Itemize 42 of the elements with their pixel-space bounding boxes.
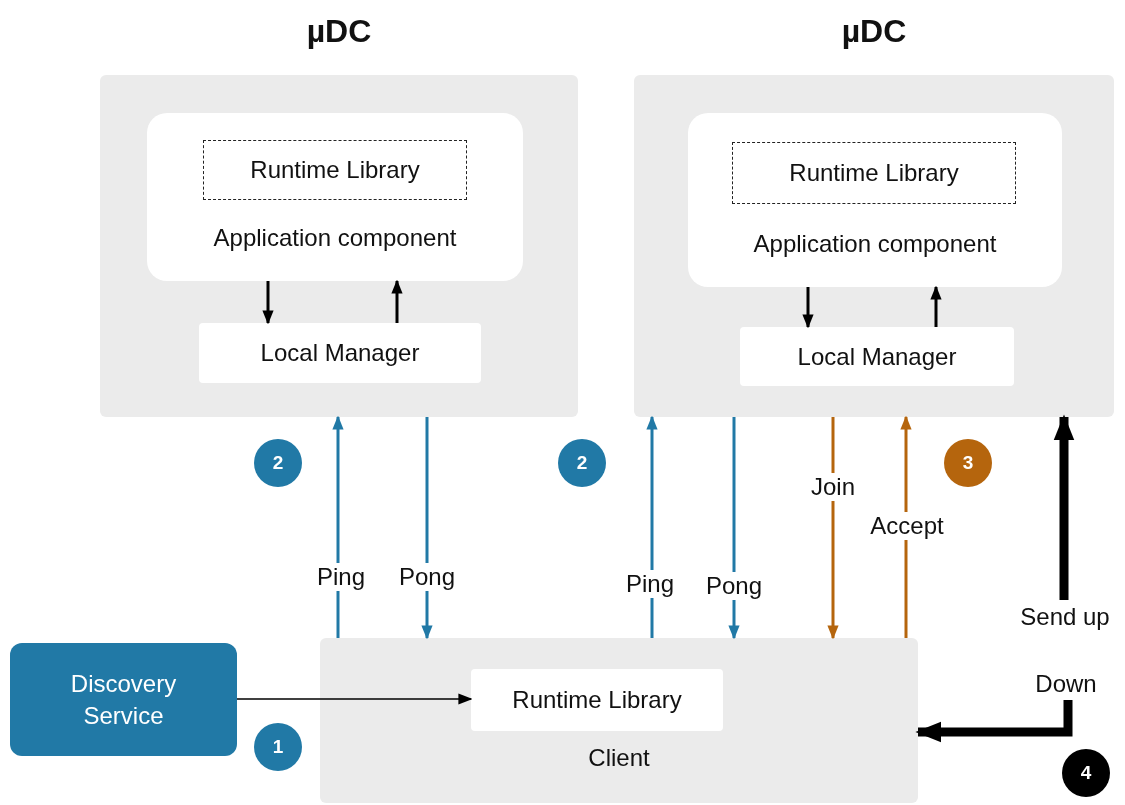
library-box — [203, 140, 467, 200]
library-box — [732, 142, 1016, 204]
client-panel — [320, 638, 918, 803]
thick-arrow — [915, 700, 1073, 743]
thick-arrow — [1053, 414, 1075, 600]
box-label: Local Manager — [260, 338, 420, 368]
component-box — [147, 113, 523, 281]
callout-number: 1 — [254, 723, 302, 771]
arrow — [646, 415, 658, 638]
box-label: Application component — [753, 229, 997, 259]
arrow — [728, 417, 740, 640]
box-label: Discovery Service — [69, 668, 178, 731]
box-label: Client — [588, 743, 650, 773]
component-box — [688, 113, 1062, 287]
edge-label: Join — [809, 473, 857, 501]
callout-number: 4 — [1062, 749, 1110, 797]
arrow — [421, 417, 433, 640]
callout-number: 2 — [254, 439, 302, 487]
service-box — [10, 643, 237, 756]
arrow — [930, 285, 942, 327]
manager-box — [740, 327, 1014, 386]
callout-number: 3 — [944, 439, 992, 487]
callout-number: 2 — [558, 439, 606, 487]
arrow — [262, 281, 274, 325]
library-box — [471, 669, 723, 731]
arrow — [391, 279, 403, 323]
edge-label: Accept — [868, 512, 946, 540]
box-label: Runtime Library — [789, 158, 959, 188]
panel-heading: µDC — [306, 13, 372, 49]
manager-box — [199, 323, 481, 383]
edge-label: Ping — [315, 563, 367, 591]
box-label: Runtime Library — [512, 685, 682, 715]
edge-label: Ping — [624, 570, 676, 598]
box-label: Application component — [213, 223, 457, 253]
panel-heading: µDC — [841, 13, 907, 49]
arrow — [236, 693, 473, 705]
box-label: Runtime Library — [250, 155, 420, 185]
arrow — [827, 417, 839, 640]
box-label: Local Manager — [797, 341, 957, 372]
arrow — [900, 415, 912, 638]
arrow — [332, 415, 344, 638]
arrow — [802, 287, 814, 329]
